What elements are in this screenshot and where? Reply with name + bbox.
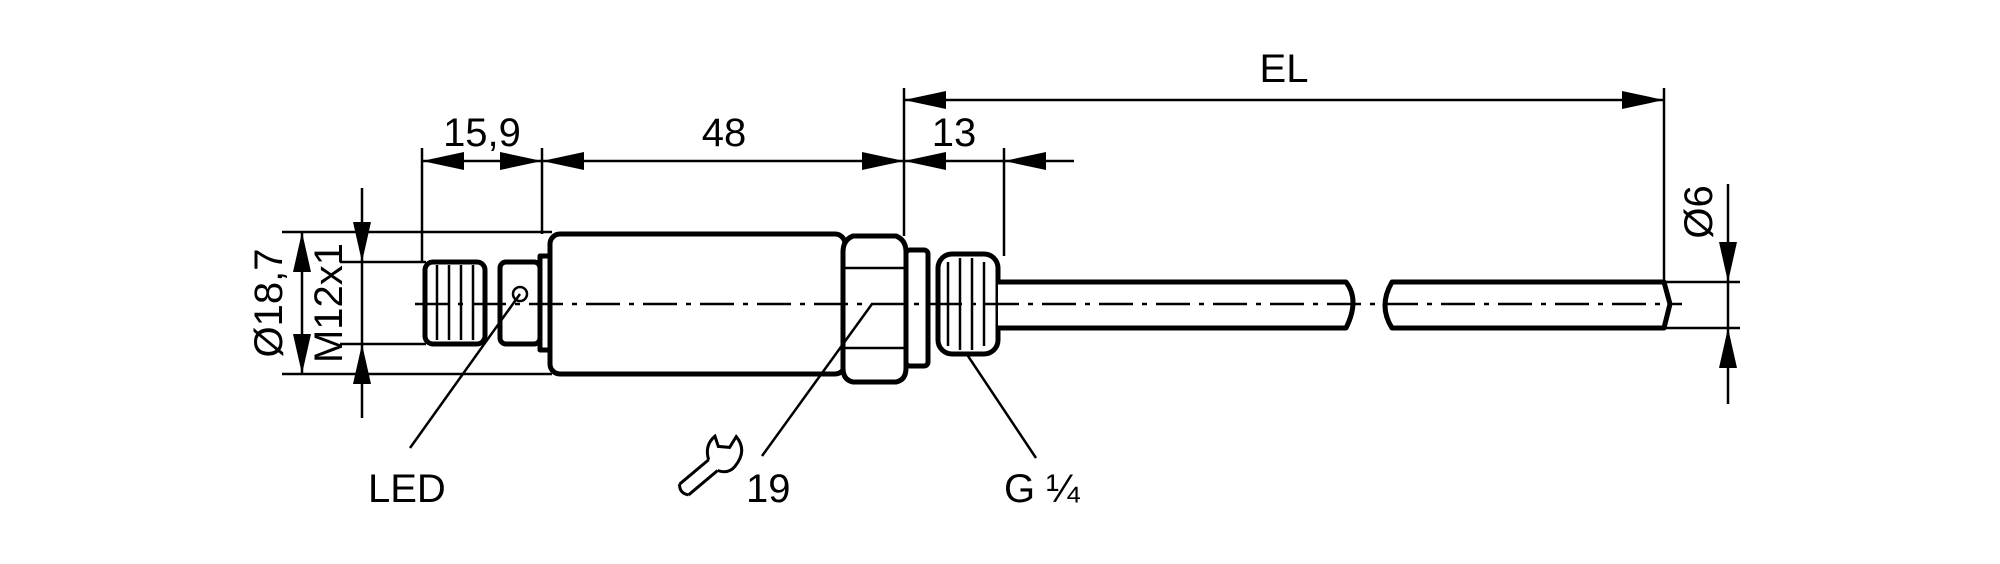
leader-wrench (760, 303, 874, 457)
hex-nut (840, 233, 909, 385)
connector-thread-lines (435, 265, 475, 340)
arrow-hd-bottom (293, 334, 311, 374)
callout-led: LED (368, 467, 446, 511)
arrow-m12-top (353, 222, 371, 262)
arrow-housing-right (862, 152, 904, 170)
leader-led (408, 293, 522, 449)
dim-label-connector-thread: M12x1 (307, 243, 351, 363)
wrench-icon (678, 433, 744, 497)
arrow-plug-left (422, 152, 464, 170)
dim-label-probe-diameter: Ø6 (1677, 185, 1721, 238)
dim-label-housing-length: 48 (702, 111, 747, 155)
arrow-plug-right (500, 152, 542, 170)
arrow-thread-right (1004, 152, 1046, 170)
nut-collar (903, 247, 931, 369)
dim-label-el: EL (1260, 47, 1309, 91)
arrow-m12-bottom (353, 344, 371, 384)
dimension-lines (282, 88, 1740, 459)
dim-label-thread-length: 13 (932, 111, 977, 155)
leader-thread (966, 355, 1038, 459)
dim-label-housing-diameter: Ø18,7 (247, 249, 291, 358)
arrow-pd-bottom (1719, 328, 1737, 368)
hex-nut-faces (843, 266, 906, 350)
sensor-outline (415, 231, 1682, 385)
dimension-labels: EL 15,9 48 13 Ø18,7 M12x1 Ø6 (247, 47, 1721, 363)
arrow-el-right (1622, 91, 1664, 109)
led-dot (511, 285, 529, 303)
arrow-pd-top (1719, 242, 1737, 282)
callouts: LED 19 G ¼ (368, 433, 1080, 511)
dim-label-plug-length: 15,9 (443, 111, 521, 155)
arrow-housing-left (542, 152, 584, 170)
arrow-el-left (904, 91, 946, 109)
callout-wrench-size: 19 (746, 467, 791, 511)
arrow-thread-left (904, 152, 946, 170)
arrow-hd-top (293, 232, 311, 272)
callout-process-thread: G ¼ (1004, 467, 1080, 511)
